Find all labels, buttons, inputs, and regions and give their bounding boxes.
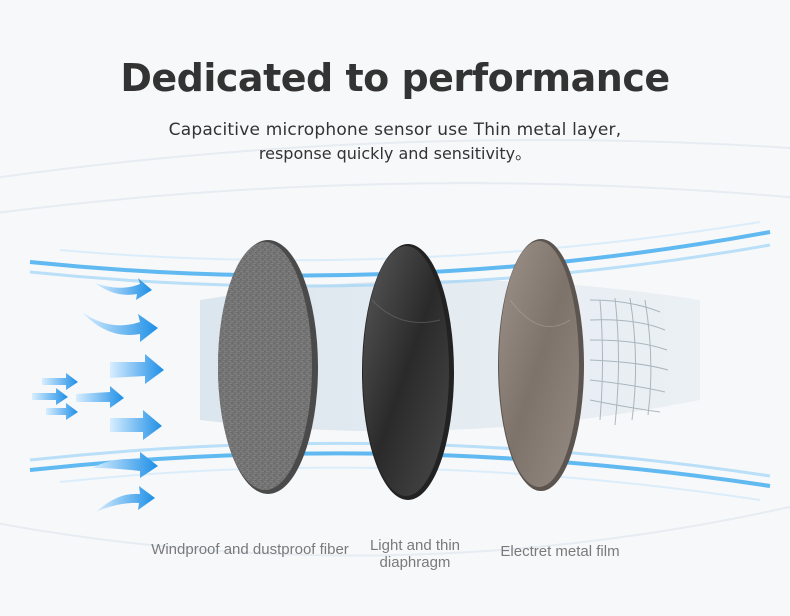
layer-electret-disc [498,239,584,491]
airflow-arrows [32,278,164,512]
layer-diaphragm-disc [362,244,454,500]
background-arcs [0,139,790,557]
subtitle-line-1: Capacitive microphone sensor use Thin me… [168,120,622,140]
layer-fiber-disc [218,240,318,494]
subtitle-line-2: response quickly and sensitivity。 [258,144,532,163]
page-title: Dedicated to performance [120,56,670,100]
layer-label-fiber: Windproof and dustproof fiber [151,541,349,558]
page-subtitle: Capacitive microphone sensor use Thin me… [0,118,790,166]
layer-label-diaphragm: Light and thin diaphragm [369,537,461,571]
layer-label-electret: Electret metal film [500,543,620,560]
